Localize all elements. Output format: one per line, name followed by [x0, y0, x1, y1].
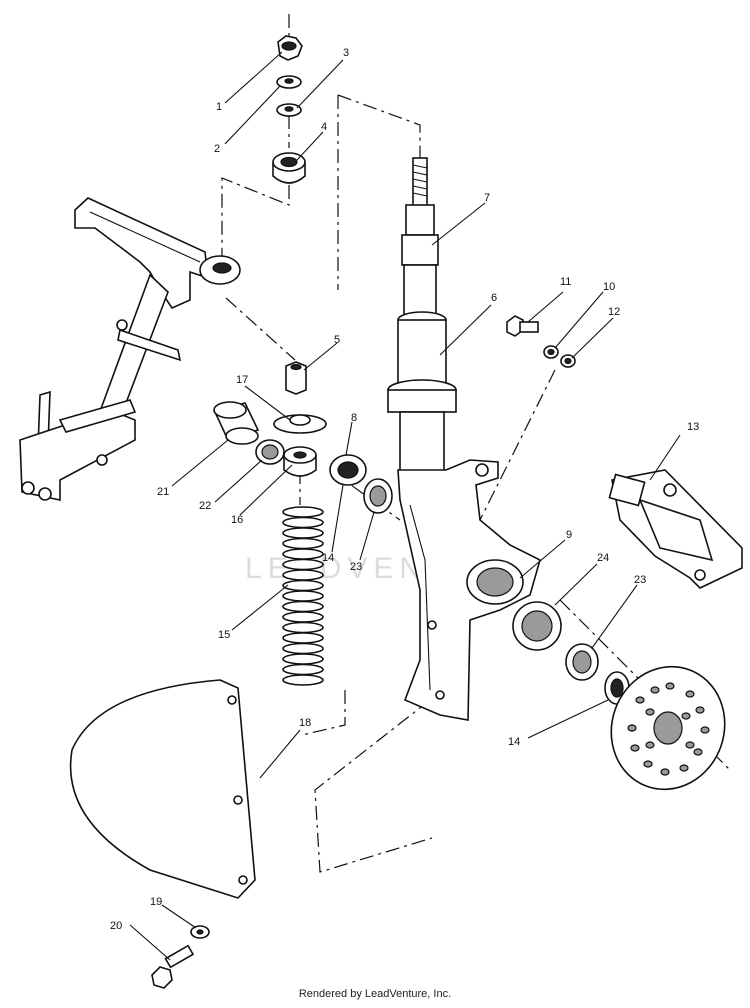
caliper-bolt [506, 315, 539, 337]
callout-10: 10 [603, 281, 615, 293]
spring-coil [282, 590, 324, 602]
spring-bushing [283, 446, 317, 477]
nut [277, 35, 303, 61]
mud-guard [69, 679, 256, 899]
spring-coil [282, 579, 324, 592]
caliper-bolt-axis-line [479, 369, 556, 521]
rotor-hole [645, 708, 655, 716]
rotor-hole [695, 706, 705, 714]
seal-22 [255, 439, 285, 465]
strut-top-axis-line [337, 94, 421, 160]
callout-11: 11 [560, 276, 571, 288]
bearing-race-23-lower [565, 643, 599, 681]
strut-housing [387, 311, 457, 473]
spring-coil [282, 548, 324, 560]
callout-13: 13 [687, 421, 699, 433]
callout-24: 24 [597, 552, 609, 564]
rotor-hole [685, 690, 695, 698]
brake-caliper [608, 469, 743, 589]
callout-20: 20 [110, 920, 122, 932]
lower-nut [285, 361, 307, 395]
spring-coil [282, 674, 324, 686]
brake-rotor [610, 665, 726, 791]
callout-19: 19 [150, 896, 162, 908]
fender-bolt [151, 944, 195, 989]
rotor-hole [643, 760, 653, 768]
spring-coil [282, 537, 324, 550]
callout-15: 15 [218, 629, 230, 641]
callout-1: 1 [216, 101, 222, 113]
washer-3 [276, 103, 302, 117]
callout-23-lower: 23 [634, 574, 646, 586]
callout-14-upper: 14 [322, 552, 334, 564]
rotor-hole [627, 724, 637, 732]
spring-washer [273, 414, 327, 434]
callout-14-lower: 14 [508, 736, 520, 748]
flat-washer [560, 354, 576, 368]
rotor-hole [665, 682, 675, 690]
callout-5: 5 [334, 334, 340, 346]
upper-bearing [272, 152, 306, 184]
rotor-hole [679, 764, 689, 772]
leader-lines [129, 51, 681, 961]
spindle-knuckle [397, 459, 541, 721]
mount-to-nut-line [225, 297, 296, 361]
callout-4: 4 [321, 121, 327, 133]
rotor-hole [700, 726, 710, 734]
spring-coil [282, 516, 324, 529]
rotor-hole [630, 744, 640, 752]
rotor-hole [685, 741, 695, 749]
spring-coil [282, 558, 324, 571]
dust-cap [213, 401, 260, 445]
spring-coil [282, 663, 324, 676]
washer-2 [276, 75, 302, 89]
spring-coil [282, 527, 324, 539]
rotor-hole [693, 748, 703, 756]
frame-assembly [19, 197, 241, 501]
render-credit: Rendered by LeadVenture, Inc. [298, 988, 452, 1000]
spring-coil [282, 642, 324, 655]
spindle-bottom-axis-line [314, 699, 433, 873]
strut-shaft [401, 157, 439, 326]
spring-coil [282, 506, 324, 518]
spring-coil [282, 600, 324, 613]
callout-18: 18 [299, 717, 311, 729]
rotor-hole [660, 768, 670, 776]
callout-22: 22 [199, 500, 211, 512]
fender-washer [190, 925, 210, 939]
coil-spring [282, 506, 324, 686]
lock-washer [543, 345, 559, 359]
spring-coil [282, 621, 324, 634]
callout-21: 21 [157, 486, 169, 498]
callout-12: 12 [608, 306, 620, 318]
callout-3: 3 [343, 47, 349, 59]
callout-23-upper: 23 [350, 561, 362, 573]
bearing-to-mount-line [221, 177, 290, 260]
spring-coil [282, 632, 324, 644]
callout-6: 6 [491, 292, 497, 304]
spring-coil [282, 569, 324, 581]
callout-16: 16 [231, 514, 243, 526]
callout-labels: 1 2 3 4 5 6 7 8 9 10 11 12 13 14 14 15 1… [110, 47, 699, 932]
bearing-race-23-upper [363, 478, 393, 514]
callout-7: 7 [484, 192, 490, 204]
spring-coil [282, 653, 324, 665]
grease-seal [512, 601, 562, 651]
spring-coil [282, 611, 324, 623]
callout-8: 8 [351, 412, 357, 424]
callout-2: 2 [214, 143, 220, 155]
callout-9: 9 [566, 529, 572, 541]
rotor-hole [650, 686, 660, 694]
rotor-hole [645, 741, 655, 749]
rotor-hole [635, 696, 645, 704]
rotor-hole [681, 712, 691, 720]
callout-17: 17 [236, 374, 248, 386]
spring-bottom-axis-line [301, 690, 346, 736]
inner-bearing-8 [329, 454, 367, 486]
